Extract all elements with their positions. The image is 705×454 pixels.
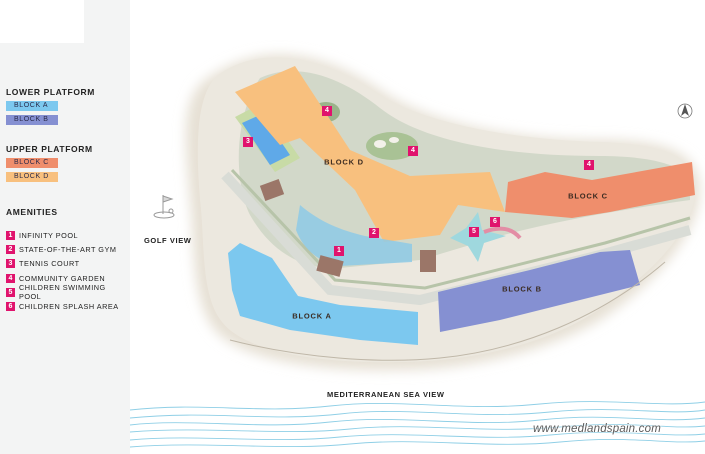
amenity-label: COMMUNITY GARDEN: [19, 273, 106, 283]
amenity-item-tennis-court: 3 TENNIS COURT: [6, 258, 80, 268]
amenity-item-community-garden: 4 COMMUNITY GARDEN: [6, 273, 105, 283]
amenity-number: 6: [6, 301, 15, 311]
block-c-label: BLOCK C: [568, 191, 608, 201]
amenity-label: CHILDREN SWIMMING POOL: [18, 283, 106, 301]
marker-garden-center[interactable]: 4: [408, 146, 418, 156]
sea-view-label: MEDITERRANEAN SEA VIEW: [327, 390, 445, 399]
landscape-band: [238, 71, 690, 269]
marker-splash-area[interactable]: 6: [490, 217, 500, 227]
infinity-pool: [296, 205, 412, 266]
legend-block-a: BLOCK A: [6, 101, 58, 111]
marker-garden-east[interactable]: 4: [584, 160, 594, 170]
block-a-label: BLOCK A: [292, 311, 332, 321]
marker-infinity-pool[interactable]: 1: [334, 246, 344, 256]
amenity-number: 2: [6, 244, 15, 254]
block-d-shape: [235, 66, 505, 242]
lower-platform-heading: LOWER PLATFORM: [6, 87, 95, 97]
block-b-label: BLOCK B: [502, 284, 542, 294]
legend-top-block: [0, 0, 84, 43]
children-pool: [450, 212, 506, 262]
block-c-shape: [505, 162, 695, 218]
block-d-label: BLOCK D: [324, 157, 364, 167]
sea-waves: [129, 401, 705, 448]
marker-children-pool[interactable]: 5: [469, 227, 479, 237]
block-b-shape: [438, 250, 640, 332]
garden-center: [366, 132, 418, 160]
marker-gym[interactable]: 2: [369, 228, 379, 238]
tennis-court: [242, 114, 290, 165]
amenity-label: CHILDREN SPLASH AREA: [19, 301, 119, 311]
walkway: [221, 171, 692, 306]
north-arrow-icon: [677, 103, 693, 119]
marker-garden-north[interactable]: 4: [322, 106, 332, 116]
splash-area: [483, 226, 522, 240]
marker-tennis-court[interactable]: 3: [243, 137, 253, 147]
amenity-item-infinity-pool: 1 INFINITY POOL: [6, 230, 78, 240]
golf-flag-icon: [153, 195, 175, 219]
amenity-label: INFINITY POOL: [19, 230, 79, 240]
amenity-item-children-pool: 5 CHILDREN SWIMMING POOL: [6, 283, 130, 301]
amenity-number: 4: [6, 273, 15, 283]
legend-block-d: BLOCK D: [6, 172, 58, 182]
legend-panel: LOWER PLATFORM BLOCK A BLOCK B UPPER PLA…: [0, 0, 130, 454]
block-a-shape: [228, 243, 418, 345]
amenity-label: STATE-OF-THE-ART GYM: [19, 244, 117, 254]
hedge-line: [230, 168, 691, 290]
amenities-heading: AMENITIES: [6, 207, 58, 217]
amenity-item-gym: 2 STATE-OF-THE-ART GYM: [6, 244, 116, 254]
amenity-number: 1: [6, 230, 15, 240]
amenity-number: 5: [6, 287, 15, 297]
legend-block-c: BLOCK C: [6, 158, 58, 168]
watermark: www.medlandspain.com: [533, 423, 662, 435]
amenity-item-splash-area: 6 CHILDREN SPLASH AREA: [6, 301, 119, 311]
amenity-label: TENNIS COURT: [19, 258, 80, 268]
golf-view-label: GOLF VIEW: [144, 236, 192, 245]
legend-block-b: BLOCK B: [6, 115, 58, 125]
upper-platform-heading: UPPER PLATFORM: [6, 144, 93, 154]
amenity-number: 3: [6, 258, 15, 268]
